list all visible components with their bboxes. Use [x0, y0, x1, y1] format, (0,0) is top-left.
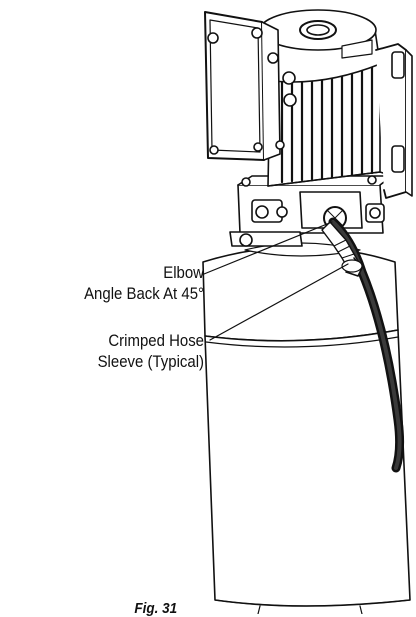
- valve-manifold: [229, 175, 393, 247]
- hydraulic-hose: [321, 217, 405, 473]
- leader-hose: [209, 263, 349, 341]
- elbow-label: Elbow: [163, 263, 204, 282]
- leader-elbow: [203, 221, 333, 275]
- mounting-bracket: [375, 43, 413, 199]
- elbow-callout: Elbow Angle Back At 45°: [33, 262, 204, 304]
- leader-lines: [203, 221, 349, 341]
- sleeve-label: Sleeve (Typical): [97, 352, 204, 371]
- motor-end-cap: [259, 9, 381, 83]
- figure-caption: Fig. 31: [134, 600, 178, 617]
- hose-callout: Crimped Hose Sleeve (Typical): [33, 330, 204, 372]
- elbow-angle-label: Angle Back At 45°: [84, 284, 204, 303]
- junction-box: [204, 11, 297, 161]
- crimped-hose-label: Crimped Hose: [108, 331, 204, 350]
- reservoir-tank: [202, 242, 411, 614]
